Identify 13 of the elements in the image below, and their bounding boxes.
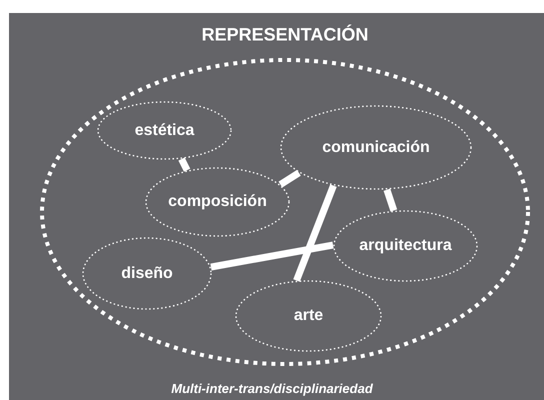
concept-label: diseño <box>121 264 173 282</box>
concept-label: arquitectura <box>359 237 452 255</box>
connector-bar <box>178 157 190 172</box>
connector-bar <box>278 170 301 188</box>
connector-bar <box>384 188 398 212</box>
concept-label: comunicación <box>322 138 430 156</box>
concept-label: estética <box>134 122 194 140</box>
caption: Multi-inter-trans/disciplinariedad <box>170 381 374 396</box>
diagram-heading: REPRESENTACIÓN <box>202 24 368 46</box>
connector-bar <box>210 242 334 270</box>
concept-label: arte <box>294 307 324 325</box>
concept-label: composición <box>168 193 267 211</box>
connector-bar <box>293 184 337 282</box>
